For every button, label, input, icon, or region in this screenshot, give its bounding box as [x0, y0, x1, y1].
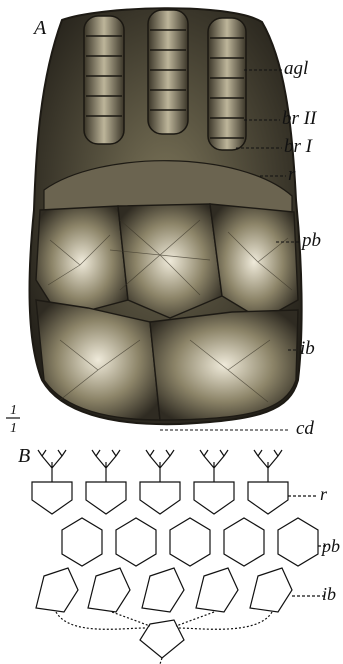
infrabasal-row [36, 568, 292, 612]
label-cd: cd [296, 418, 314, 439]
panel-b-letter: B [18, 445, 30, 467]
basal-hex-4 [224, 518, 264, 566]
radial-cup-1 [32, 482, 72, 514]
ib-pent-3 [142, 568, 184, 612]
basal-hex-1 [62, 518, 102, 566]
basal-hex-5 [278, 518, 318, 566]
panel-b: B [18, 445, 326, 664]
panel-a-letter: A [32, 17, 47, 39]
scale-numerator: 1 [10, 403, 17, 418]
centrodorsal-pentagon [140, 620, 184, 658]
scale-denominator: 1 [10, 421, 17, 436]
ib-pent-1 [36, 568, 78, 612]
label-b-r: r [320, 484, 328, 504]
radial-row [32, 450, 288, 514]
arm-2 [148, 10, 188, 134]
label-pb: pb [300, 230, 321, 251]
label-br1: br I [284, 136, 314, 157]
arm-columns [84, 10, 246, 150]
arm-1 [84, 16, 124, 144]
basal-hex-2 [116, 518, 156, 566]
ib-pent-2 [88, 568, 130, 612]
basal-row [62, 518, 318, 566]
ib-pent-5 [250, 568, 292, 612]
radial-cup-5 [248, 482, 288, 514]
panel-b-leaders [288, 496, 326, 596]
radial-cup-4 [194, 482, 234, 514]
label-ib: ib [300, 338, 315, 359]
radial-cup-3 [140, 482, 180, 514]
label-agl: agl [284, 58, 308, 79]
label-br2: br II [282, 108, 318, 129]
radial-cup-2 [86, 482, 126, 514]
label-b-ib: ib [322, 584, 336, 604]
scale-indicator: 1 1 [6, 403, 20, 436]
label-r: r [288, 164, 296, 185]
ib-pent-4 [196, 568, 238, 612]
basal-hex-3 [170, 518, 210, 566]
panel-a: A [6, 8, 321, 439]
label-b-pb: pb [320, 536, 340, 556]
